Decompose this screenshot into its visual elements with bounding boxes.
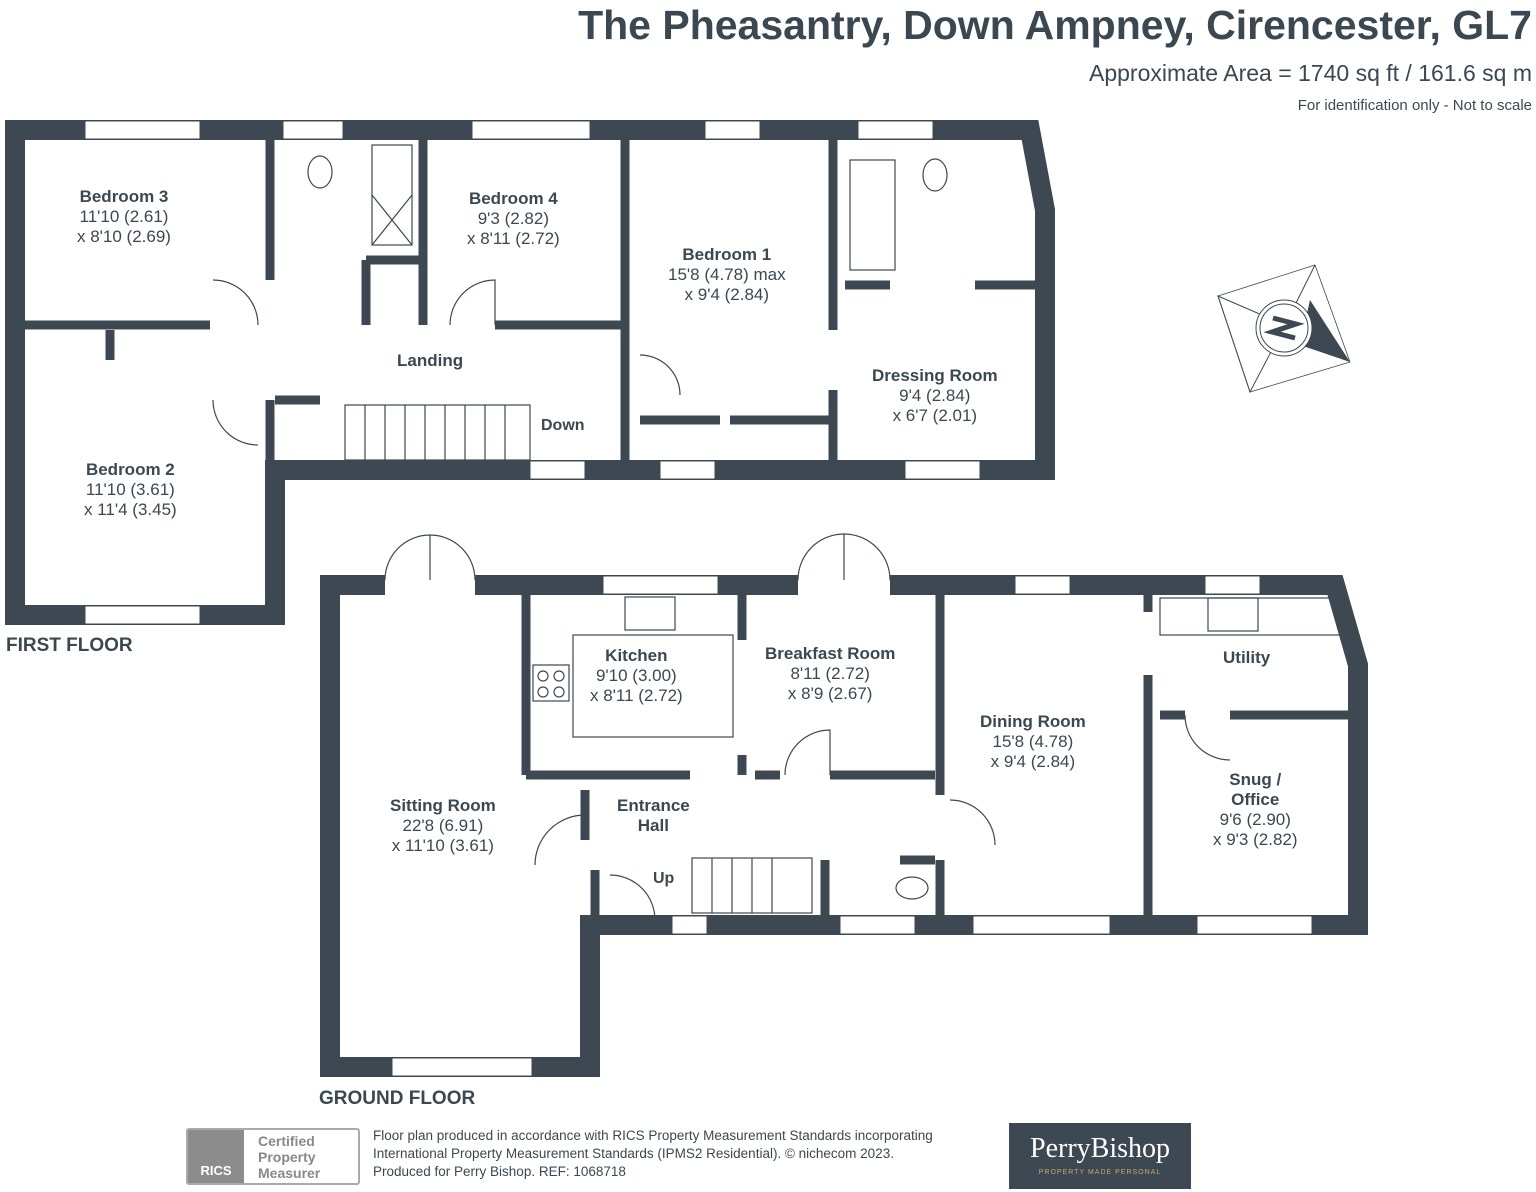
room-dim: 22'8 (6.91) — [402, 816, 484, 835]
rics-text: Certified — [258, 1133, 315, 1149]
fixtures — [212, 144, 1341, 921]
interior-walls — [15, 130, 1355, 925]
room-dim: 9'10 (3.00) — [595, 666, 677, 685]
room-dim: 9'3 (2.82) — [477, 209, 549, 228]
room-dim: 8'11 (2.72) — [790, 664, 870, 683]
page-title: The Pheasantry, Down Ampney, Cirencester… — [578, 2, 1532, 48]
room-name: Entrance — [617, 796, 690, 815]
room-dim: x 9'4 (2.84) — [990, 752, 1076, 771]
compass-icon — [1217, 264, 1351, 394]
room-dim: x 9'4 (2.84) — [684, 285, 770, 304]
room-dim: x 8'10 (2.69) — [77, 227, 171, 246]
room-dim: x 8'9 (2.67) — [787, 684, 873, 703]
room-dim: x 11'10 (3.61) — [391, 836, 494, 855]
room-dim: 15'8 (4.78) — [992, 732, 1074, 751]
brand-tagline: PROPERTY MADE PERSONAL — [1038, 1169, 1162, 1176]
room-name: Dining Room — [980, 712, 1086, 731]
stairs-down-label: Down — [541, 417, 585, 434]
room-name: Bedroom 2 — [85, 460, 175, 479]
room-dim: x 8'11 (2.72) — [467, 229, 560, 248]
disclaimer-line: Floor plan produced in accordance with R… — [373, 1128, 933, 1143]
rics-logo: RICS — [188, 1130, 244, 1183]
windows — [84, 120, 1313, 1077]
room-landing: Landing — [397, 351, 464, 370]
room-dim: 11'10 (3.61) — [85, 480, 175, 499]
brand-name: PerryBishop — [1030, 1133, 1170, 1164]
room-name: Hall — [637, 816, 669, 835]
room-dim: x 8'11 (2.72) — [590, 686, 683, 705]
room-name: Bedroom 3 — [79, 187, 169, 206]
room-name: Bedroom 1 — [682, 245, 772, 264]
room-name: Office — [1231, 790, 1280, 809]
room-dim: 15'8 (4.78) max — [668, 265, 786, 284]
stairs-up-label: Up — [653, 870, 675, 887]
room-dim: x 9'3 (2.82) — [1213, 830, 1298, 849]
room-name: Sitting Room — [390, 796, 496, 815]
room-utility: Utility — [1223, 648, 1271, 667]
room-name: Bedroom 4 — [468, 189, 558, 208]
rics-text: Property — [258, 1149, 316, 1165]
room-dim: x 11'4 (3.45) — [84, 500, 177, 519]
perry-bishop-logo: PerryBishop PROPERTY MADE PERSONAL — [1009, 1123, 1191, 1189]
room-name: Snug / — [1229, 770, 1282, 789]
room-name: Breakfast Room — [765, 644, 896, 663]
room-dim: 9'6 (2.90) — [1219, 810, 1291, 829]
first-floor-label: FIRST FLOOR — [6, 635, 133, 656]
ground-floor-label: GROUND FLOOR — [319, 1088, 476, 1109]
area-text: Approximate Area = 1740 sq ft / 161.6 sq… — [1088, 60, 1532, 86]
disclaimer: Floor plan produced in accordance with R… — [373, 1127, 933, 1181]
room-dim: x 6'7 (2.01) — [892, 406, 978, 425]
disclaimer-line: Produced for Perry Bishop. REF: 1068718 — [373, 1164, 626, 1179]
room-dim: 9'4 (2.84) — [899, 386, 971, 405]
room-name: Dressing Room — [872, 366, 998, 385]
disclaimer-line: International Property Measurement Stand… — [373, 1146, 894, 1161]
rics-text: Measurer — [258, 1165, 321, 1181]
scale-note: For identification only - Not to scale — [1297, 97, 1532, 114]
room-dim: 11'10 (2.61) — [79, 207, 169, 226]
room-name: Kitchen — [605, 646, 668, 665]
